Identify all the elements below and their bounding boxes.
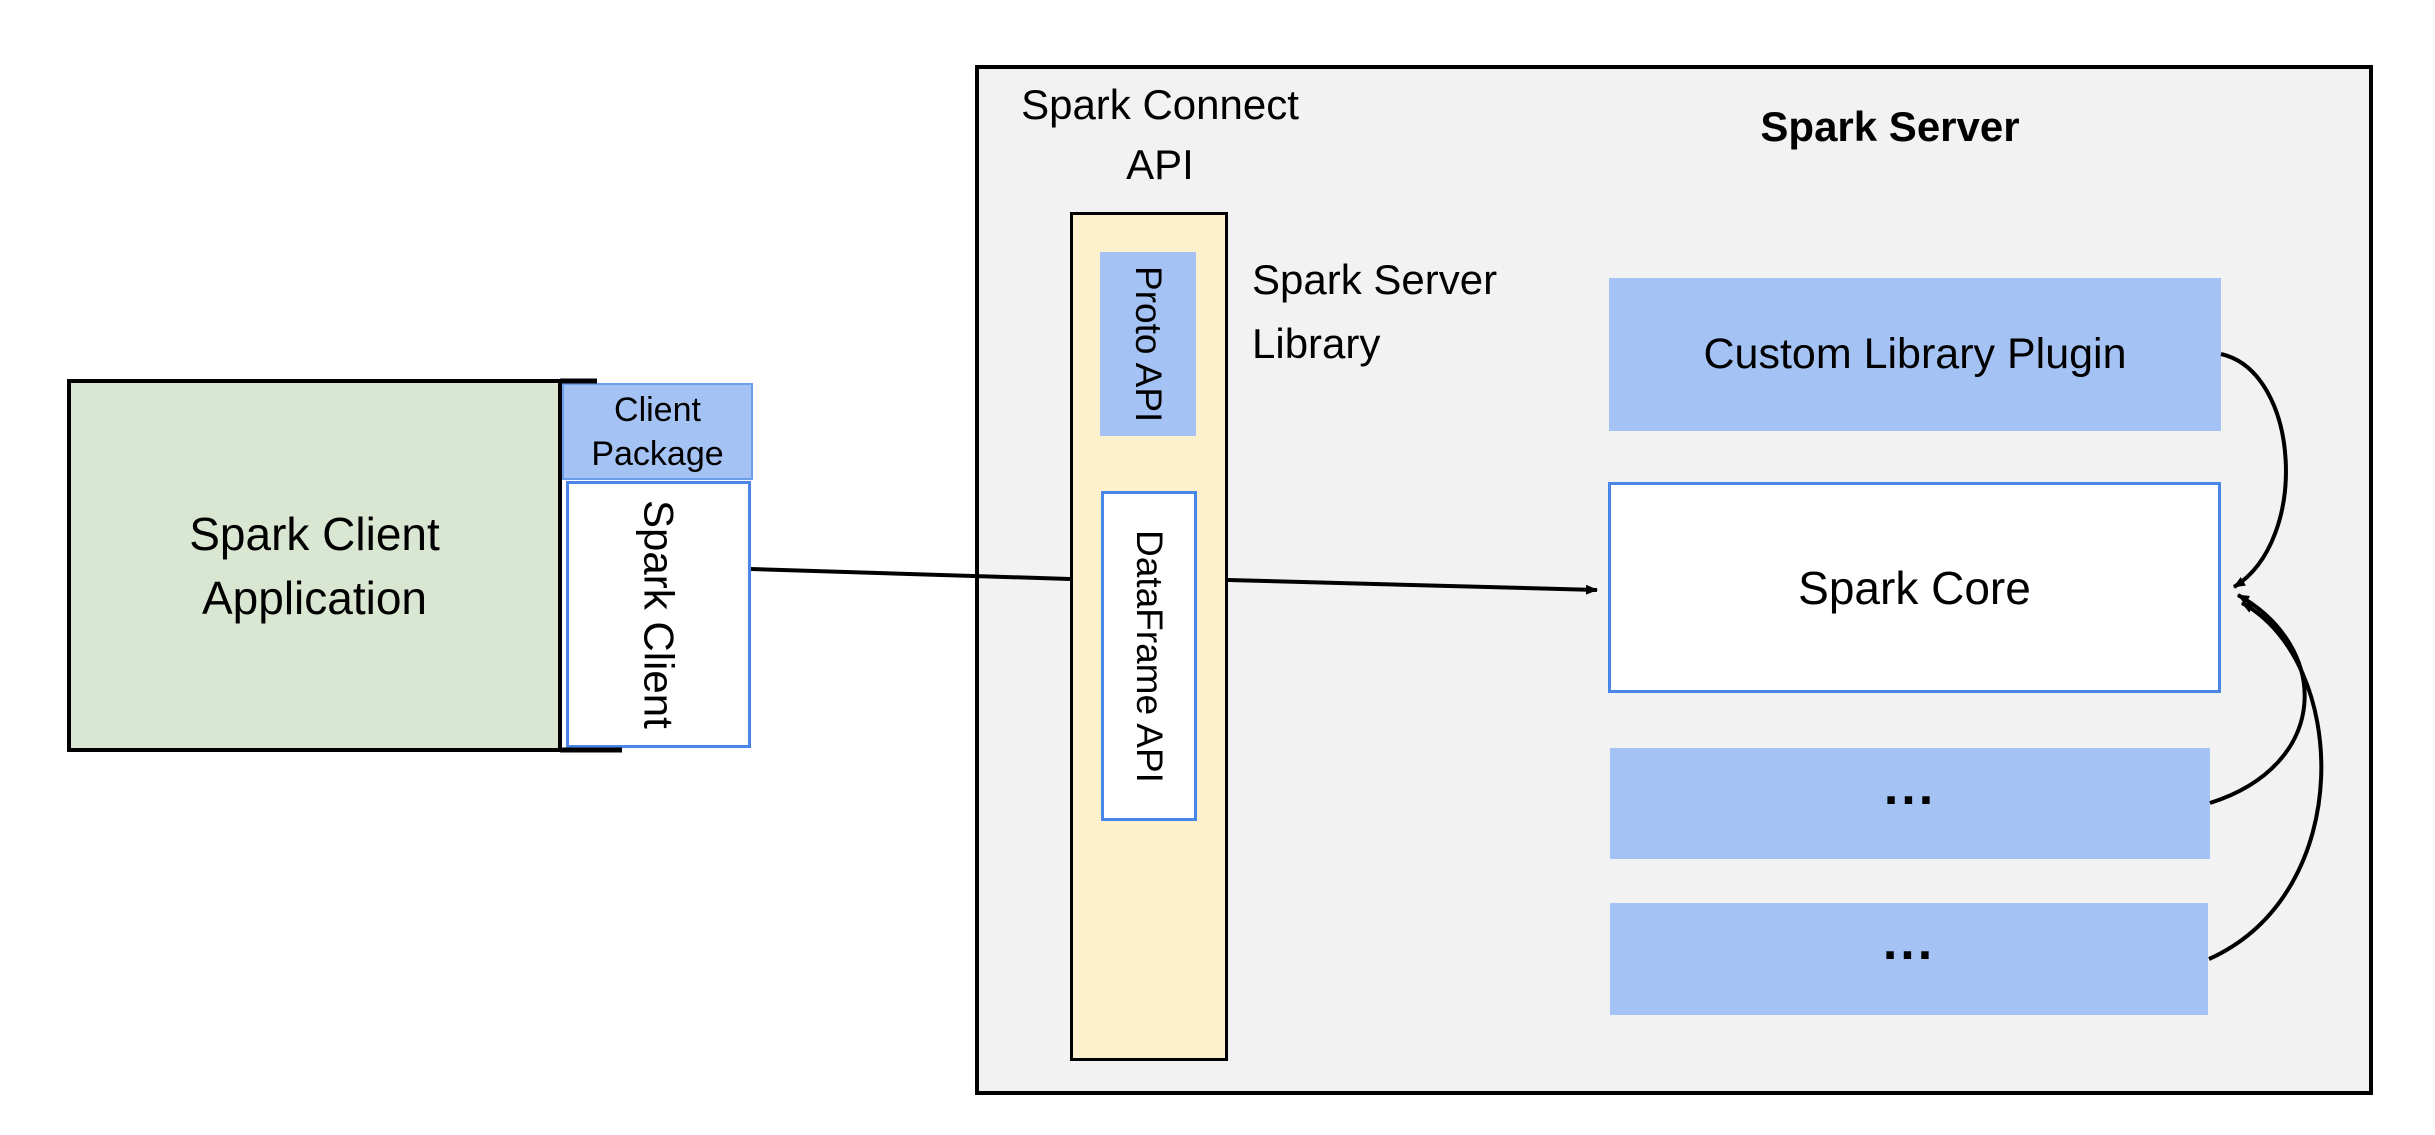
spark-server-title: Spark Server — [1760, 103, 2020, 150]
proto-api-box: Proto API — [1100, 252, 1196, 436]
spark-connect-api-label: Spark Connect API — [990, 75, 1330, 195]
spark-connect-api-label-line1: Spark Connect — [1021, 81, 1299, 128]
spark-connect-api-label-line2: API — [1126, 141, 1194, 188]
plugin-placeholder-box-2: ... — [1610, 903, 2208, 1015]
client-package-line2: Package — [591, 434, 724, 473]
plugin-placeholder-1-dots: ... — [1883, 757, 1937, 816]
spark-client-box: Spark Client — [566, 481, 751, 748]
spark-server-library-label-line2: Library — [1252, 320, 1381, 367]
spark-server-library-label-line1: Spark Server — [1252, 256, 1498, 303]
custom-library-plugin-box: Custom Library Plugin — [1609, 278, 2221, 431]
client-package-line1: Client — [614, 390, 701, 429]
client-package-box: Client Package — [562, 383, 753, 480]
spark-client-application-box: Spark Client Application — [67, 379, 562, 752]
spark-client-application-line1: Spark Client — [189, 507, 440, 560]
plugin-placeholder-box-1: ... — [1610, 748, 2210, 859]
spark-client-application-line2: Application — [201, 571, 428, 624]
spark-server-library-label: Spark Server Library — [1252, 248, 1592, 376]
plugin-placeholder-2-dots: ... — [1882, 913, 1936, 972]
spark-core-box: Spark Core — [1608, 482, 2221, 693]
dataframe-api-box: DataFrame API — [1101, 491, 1197, 821]
